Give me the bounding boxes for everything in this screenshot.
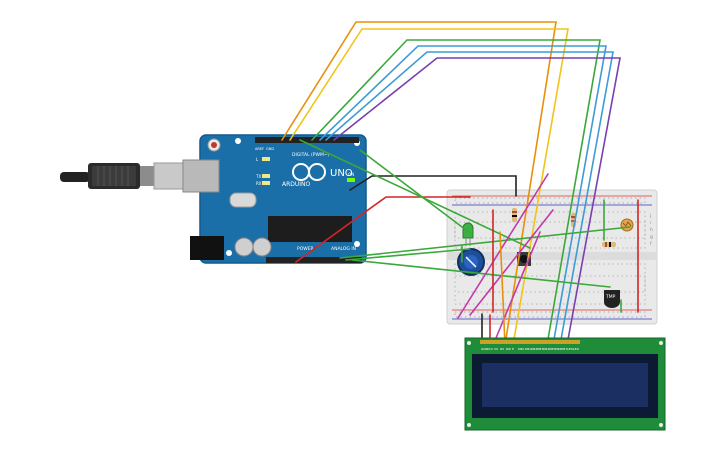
row-label-g: g	[650, 235, 653, 240]
wire-green-5[interactable]	[345, 248, 471, 261]
temperature-sensor[interactable]: TMP	[604, 290, 620, 308]
wire-blue-1[interactable]	[319, 45, 607, 346]
arduino-uno-board[interactable]: ARDUINO UNO DIGITAL (PWM~) POWER ANALOG …	[182, 134, 367, 264]
lcd-module[interactable]: GND VCC V0 RS RW E DB0 DB1 DB2 DB3 DB4 D…	[464, 337, 666, 431]
wire-red-5v[interactable]	[295, 196, 471, 263]
sensor-label: TMP	[605, 294, 616, 300]
power-label: POWER	[297, 246, 314, 252]
arduino-model: UNO	[330, 168, 353, 179]
lcd-pin-label: DB3	[537, 347, 543, 351]
on-led-label: ON	[348, 172, 354, 177]
lcd-pin-label: VCC	[487, 347, 493, 351]
wire-magenta-2[interactable]	[469, 209, 554, 316]
row-label-f: f	[650, 241, 652, 247]
tx-label: TX	[255, 174, 261, 179]
wire-purple[interactable]	[333, 57, 621, 346]
wire-orange-1[interactable]	[281, 21, 557, 346]
wire-green-4[interactable]	[339, 226, 631, 259]
l-led-label: L	[256, 157, 259, 162]
lcd-pin-label: RW	[506, 347, 511, 351]
rx-label: RX	[256, 181, 262, 186]
resistor-3[interactable]	[602, 242, 616, 247]
gnd-label: GND	[266, 147, 274, 151]
wire-green-2[interactable]	[359, 149, 471, 234]
potentiometer[interactable]	[457, 248, 485, 276]
digital-label: DIGITAL (PWM~)	[292, 152, 330, 158]
lcd-pin-label: E	[512, 347, 514, 351]
aref-label: AREF	[255, 147, 264, 151]
lcd-pin-label: DB2	[531, 347, 537, 351]
wires	[281, 21, 639, 346]
wire-black-gnd[interactable]	[349, 175, 517, 197]
lcd-pin-label: V0	[494, 347, 498, 351]
arduino-brand: ARDUINO	[282, 181, 311, 188]
usb-cable[interactable]	[60, 162, 201, 190]
wire-green-3[interactable]	[299, 139, 531, 249]
wire-green-6[interactable]	[351, 259, 611, 288]
row-label-i: i	[650, 220, 651, 226]
wire-blue-2[interactable]	[325, 51, 614, 346]
resistor-1[interactable]	[512, 208, 517, 222]
photoresistor[interactable]	[620, 218, 634, 232]
lcd-pin-label: DB7	[561, 347, 567, 351]
lcd-pin-label: LED	[567, 347, 574, 351]
lcd-pin-label: DB5	[549, 347, 555, 351]
lcd-pin-label: DB1	[525, 347, 531, 351]
wire-green-1[interactable]	[311, 39, 601, 346]
lcd-pin-label: DB6	[555, 347, 561, 351]
lcd-pin-label: DB0	[518, 347, 524, 351]
row-label-j: j	[649, 213, 651, 219]
wire-orange-2[interactable]	[499, 231, 506, 346]
lcd-pin-label: DB4	[543, 347, 549, 351]
row-label-h: h	[650, 227, 653, 233]
lcd-pin-label: RS	[500, 347, 504, 351]
analog-label: ANALOG IN	[331, 246, 356, 252]
lcd-pin-label: LED	[573, 347, 580, 351]
wire-magenta-1[interactable]	[457, 173, 549, 319]
lcd-pin-label: GND	[481, 347, 489, 351]
